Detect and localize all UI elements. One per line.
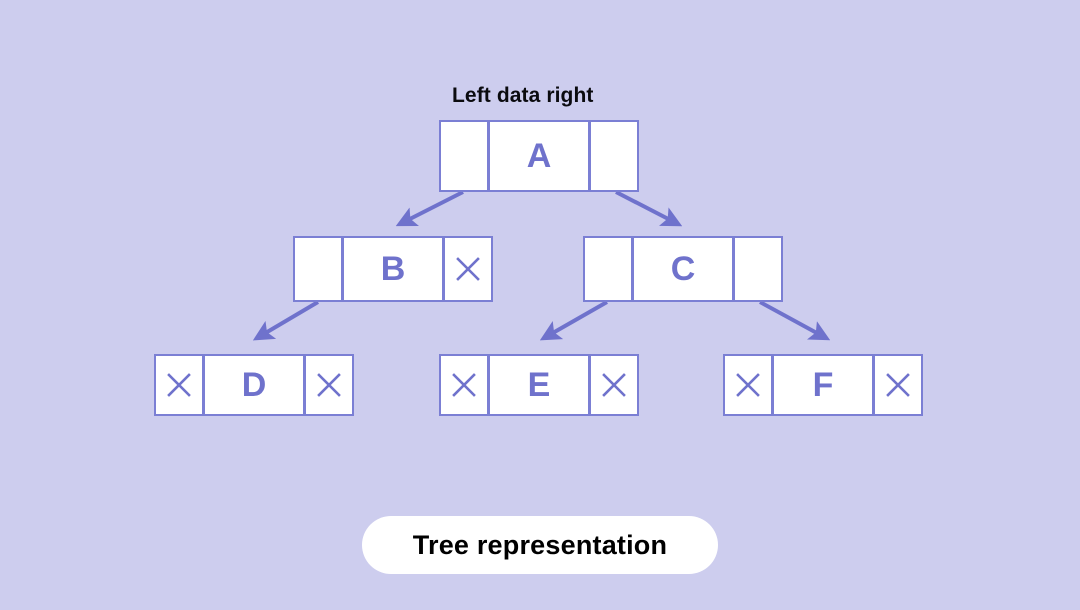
- node-b-right-pointer: [443, 236, 493, 302]
- null-pointer-icon: [167, 373, 191, 397]
- tree-node-b[interactable]: B: [293, 236, 493, 302]
- tree-node-e[interactable]: E: [439, 354, 639, 416]
- edge-a-b-arrow: [395, 190, 464, 227]
- header-label: Left data right: [452, 84, 594, 107]
- node-f-label: F: [812, 366, 834, 404]
- node-c-right-pointer: [733, 236, 783, 302]
- tree-node-c[interactable]: C: [583, 236, 783, 302]
- node-e-left-pointer: [439, 354, 489, 416]
- node-f-left-pointer: [723, 354, 773, 416]
- node-d-right-pointer: [304, 354, 354, 416]
- node-a-left-pointer: [439, 120, 489, 192]
- tree-node-f[interactable]: F: [723, 354, 923, 416]
- edge-c-e-arrow: [539, 300, 608, 341]
- node-b-label: B: [380, 250, 406, 288]
- node-a-data-cell: A: [488, 120, 590, 192]
- edge-c-f-arrow: [759, 300, 831, 341]
- null-pointer-icon: [456, 257, 480, 281]
- tree-node-d[interactable]: D: [154, 354, 354, 416]
- node-e-data-cell: E: [488, 354, 590, 416]
- null-pointer-icon: [452, 373, 476, 397]
- node-a-right-pointer: [589, 120, 639, 192]
- node-d-left-pointer: [154, 354, 204, 416]
- null-pointer-icon: [602, 373, 626, 397]
- null-pointer-icon: [317, 373, 341, 397]
- node-f-right-pointer: [873, 354, 923, 416]
- node-a-label: A: [526, 137, 552, 175]
- node-c-left-pointer: [583, 236, 633, 302]
- node-b-left-pointer: [293, 236, 343, 302]
- node-e-label: E: [527, 366, 551, 404]
- node-c-label: C: [670, 250, 696, 288]
- node-c-data-cell: C: [632, 236, 734, 302]
- edge-a-c-arrow: [615, 190, 683, 227]
- null-pointer-icon: [886, 373, 910, 397]
- tree-node-a[interactable]: A: [439, 120, 639, 192]
- null-pointer-icon: [736, 373, 760, 397]
- node-d-label: D: [241, 366, 267, 404]
- edge-b-d-arrow: [252, 300, 320, 341]
- node-e-right-pointer: [589, 354, 639, 416]
- node-f-data-cell: F: [772, 354, 874, 416]
- node-d-data-cell: D: [203, 354, 305, 416]
- node-b-data-cell: B: [342, 236, 444, 302]
- caption-pill: Tree representation: [362, 516, 718, 574]
